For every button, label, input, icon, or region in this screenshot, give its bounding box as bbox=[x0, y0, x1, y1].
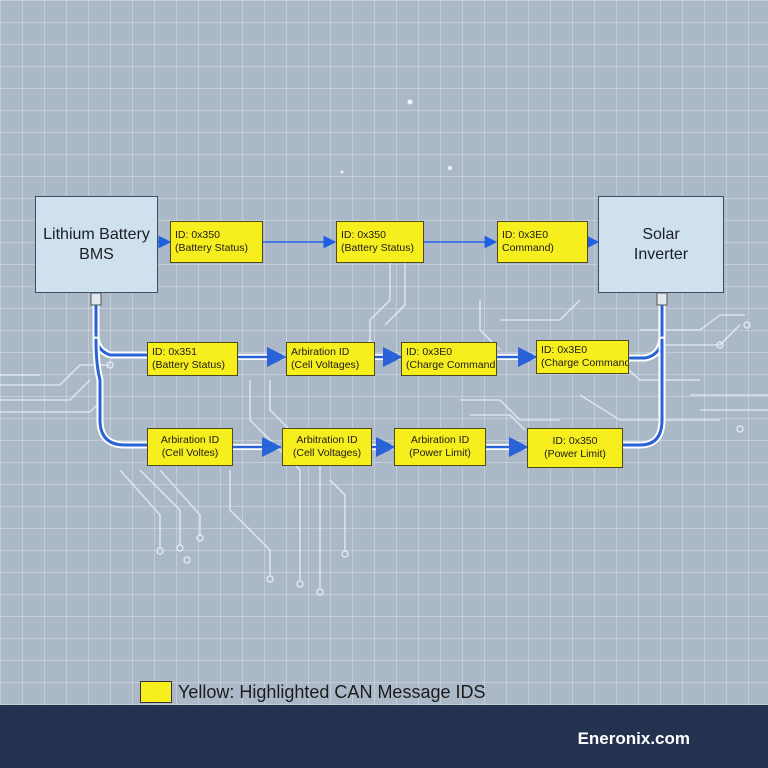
right-bus-wire bbox=[619, 289, 666, 449]
message-desc: Command) bbox=[502, 242, 554, 254]
can-message-box: ID: 0x350 (Battery Status) bbox=[170, 221, 263, 263]
message-id: Arbiration ID bbox=[291, 346, 350, 358]
message-desc: (Cell Voltages) bbox=[292, 447, 362, 459]
message-desc: (Charge Command bbox=[541, 357, 629, 369]
message-desc: (Battery Status) bbox=[341, 242, 414, 254]
solar-inverter-node: Solar Inverter bbox=[598, 196, 724, 293]
message-id: ID: 0x350 bbox=[341, 229, 386, 241]
message-id: ID: 0x350 bbox=[175, 229, 220, 241]
legend-swatch-yellow bbox=[140, 681, 172, 703]
can-message-box: ID: 0x350 (Battery Status) bbox=[336, 221, 424, 263]
message-desc: (Cell Voltes) bbox=[161, 447, 219, 459]
battery-bms-node: Lithium Battery BMS bbox=[35, 196, 158, 293]
brand-link[interactable]: Eneronix.com bbox=[577, 729, 690, 748]
can-message-box: ID: 0x3E0 Command) bbox=[497, 221, 588, 263]
can-message-box: Arbiration ID (Cell Voltages) bbox=[286, 342, 375, 376]
message-desc: (Power Limit) bbox=[409, 447, 471, 459]
message-desc: (Battery Status) bbox=[175, 242, 248, 254]
message-id: Arbiration ID bbox=[160, 434, 220, 446]
message-id: Arbiration ID bbox=[410, 434, 470, 446]
can-message-box: ID: 0x3E0 (Charge Command bbox=[401, 342, 497, 376]
can-message-box: Arbitration ID (Cell Voltages) bbox=[282, 428, 372, 466]
can-message-box: ID: 0x351 (Battery Status) bbox=[147, 342, 238, 376]
message-id: ID: 0x350 bbox=[552, 435, 598, 447]
can-message-box: ID: 0x3E0 (Charge Command bbox=[536, 340, 629, 374]
message-id: Arbitration ID bbox=[296, 434, 358, 446]
message-id: ID: 0x3E0 bbox=[406, 346, 453, 358]
legend: Yellow: Highlighted CAN Message IDS bbox=[140, 680, 486, 704]
message-id: ID: 0x3E0 bbox=[502, 229, 549, 241]
message-id: ID: 0x3E0 bbox=[541, 344, 588, 356]
can-message-box: Arbiration ID (Cell Voltes) bbox=[147, 428, 233, 466]
message-desc: (Cell Voltages) bbox=[291, 359, 360, 371]
circuit-traces bbox=[0, 250, 768, 588]
can-message-box: Arbiration ID (Power Limit) bbox=[394, 428, 486, 466]
message-desc: (Battery Status) bbox=[152, 359, 225, 371]
can-message-box: ID: 0x350 (Power Limit) bbox=[527, 428, 623, 468]
bus-diagram-lines bbox=[0, 99, 768, 596]
left-bus-wire bbox=[92, 289, 152, 449]
inverter-connector bbox=[656, 292, 668, 306]
message-desc: (Charge Command bbox=[406, 359, 496, 371]
legend-label: Yellow: Highlighted CAN Message IDS bbox=[178, 681, 486, 702]
footer-bar: Eneronix.com bbox=[0, 705, 768, 768]
battery-connector bbox=[90, 292, 102, 306]
sparkles bbox=[340, 99, 452, 174]
message-desc: (Power Limit) bbox=[544, 448, 606, 460]
message-id: ID: 0x351 bbox=[152, 346, 197, 358]
